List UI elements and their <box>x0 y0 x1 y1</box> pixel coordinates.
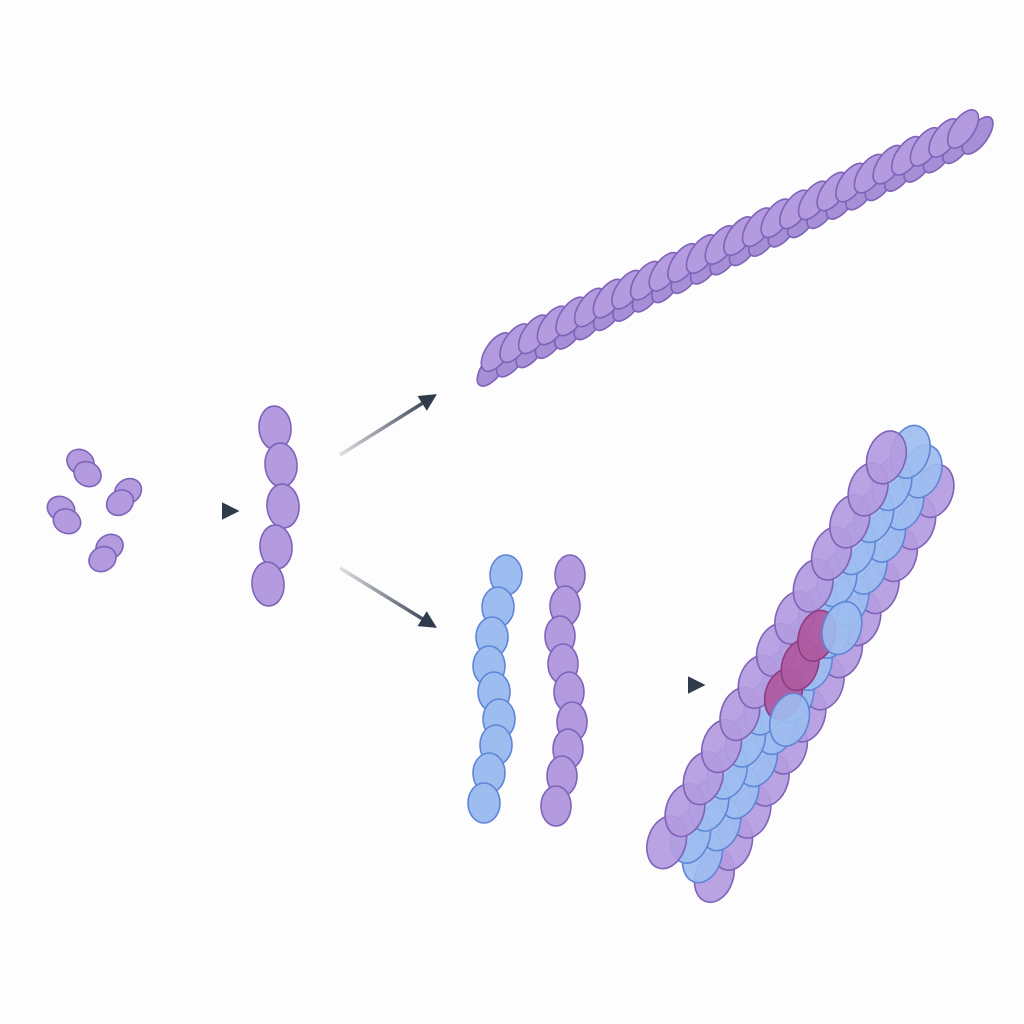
monomer-lobe <box>88 545 117 573</box>
monomer-cluster-icon <box>46 448 143 573</box>
bundled-fiber-icon <box>646 424 955 904</box>
rope-segment-front <box>946 109 980 149</box>
purple-strand-bead <box>540 785 572 827</box>
monomer-lobe <box>105 489 135 517</box>
arrow-chain-to-strands <box>339 566 437 628</box>
two-strand-icon <box>467 554 588 827</box>
short-filament-icon <box>251 405 300 607</box>
monomer-lobe <box>73 460 102 488</box>
bundle-blue-bead <box>768 692 811 747</box>
blue-strand-bead <box>467 782 501 824</box>
arrow-chain-to-rope <box>339 394 437 457</box>
helical-rope-icon <box>476 109 994 387</box>
chain-bead <box>251 561 285 607</box>
chain-bead <box>266 483 300 529</box>
monomer-lobe <box>52 508 82 535</box>
chain-bead <box>264 442 298 488</box>
bundle-blue-bead <box>821 600 863 656</box>
bundle-purple-bead <box>865 430 908 485</box>
